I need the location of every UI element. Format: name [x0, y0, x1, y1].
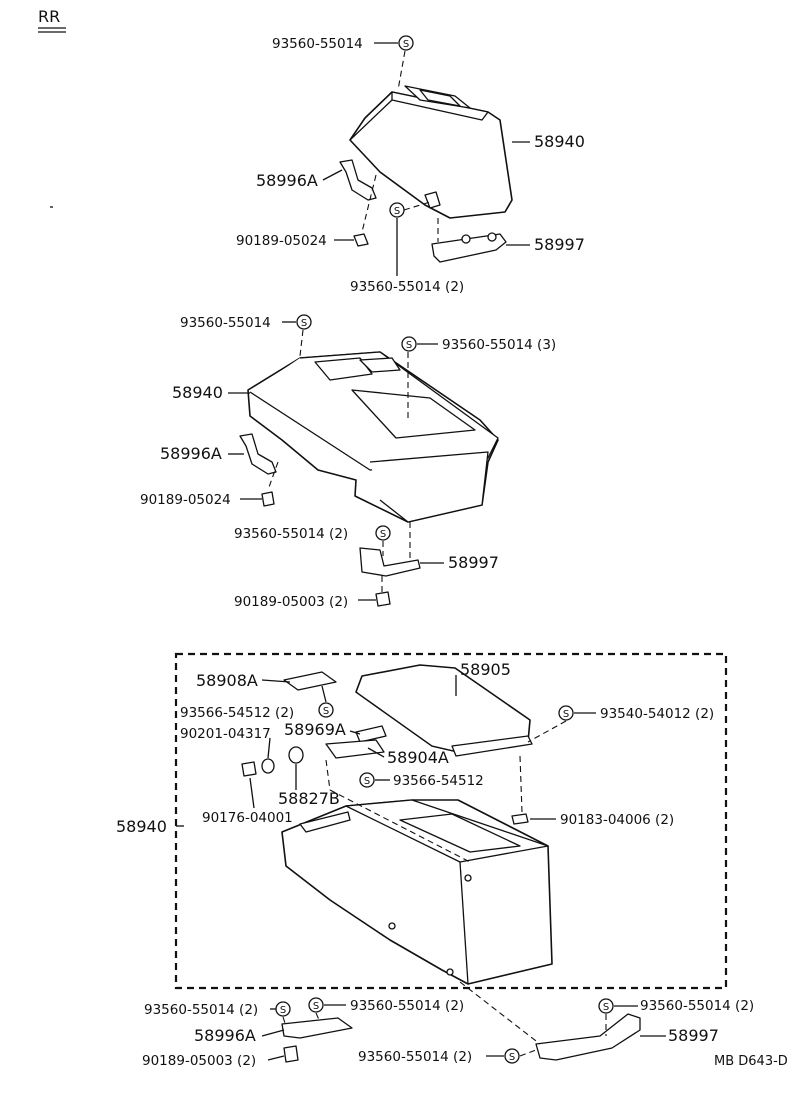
svg-text:S: S: [380, 529, 386, 540]
screw-symbol-c5: S: [558, 705, 574, 721]
washer-90201-04317: [261, 758, 275, 774]
label-b8: 90189-05003 (2): [234, 594, 348, 610]
svg-text:S: S: [406, 340, 412, 351]
label-c10: 58940: [116, 817, 167, 836]
label-c7: 58904A: [387, 748, 449, 767]
clip-90189-05024-top: [353, 233, 369, 247]
label-c12: 90183-04006 (2): [560, 812, 674, 828]
bracket-58997-bottom: [535, 1013, 641, 1061]
label-a6: 58997: [534, 235, 585, 254]
part-58969a: [355, 725, 387, 743]
label-b7: 58997: [448, 553, 499, 572]
label-b6: 93560-55014 (2): [234, 526, 348, 542]
bracket-58997-middle: [359, 547, 421, 577]
label-d1: 93560-55014 (2): [144, 1002, 258, 1018]
svg-text:S: S: [403, 39, 409, 50]
label-b3: 58940: [172, 383, 223, 402]
screw-symbol-d1: S: [275, 1001, 291, 1017]
clip-90189-05003-middle: [375, 591, 391, 607]
label-c8: 93566-54512: [393, 773, 484, 789]
label-c9: 58827B: [278, 789, 340, 808]
screw-symbol-b1: S: [296, 314, 312, 330]
console-58940-top: [349, 91, 513, 219]
screw-symbol-c3: S: [318, 702, 334, 718]
screw-symbol-a1: S: [398, 35, 414, 51]
screw-symbol-d2: S: [308, 997, 324, 1013]
assembly-bottom: S S S: [174, 652, 728, 990]
label-c6: 90201-04317: [180, 726, 271, 742]
clip-90189-05024-middle: [261, 491, 275, 507]
screw-symbol-b6: S: [375, 525, 391, 541]
svg-text:S: S: [313, 1001, 319, 1012]
label-d6: 90189-05003 (2): [142, 1053, 256, 1069]
svg-text:S: S: [394, 206, 400, 217]
label-c3: 93566-54512 (2): [180, 705, 294, 721]
label-d5: 58997: [668, 1026, 719, 1045]
bracket-58997-top: [431, 233, 507, 263]
stopper-58827b: [288, 746, 304, 764]
screw-symbol-a5: S: [389, 202, 405, 218]
assembly-top: S S 93560-55014 58940 58996A 90189-05024…: [236, 35, 585, 295]
svg-text:S: S: [603, 1002, 609, 1013]
bracket-58996a-middle: [239, 433, 277, 475]
label-c5: 93540-54012 (2): [600, 706, 714, 722]
screw-symbol-d3: S: [598, 998, 614, 1014]
svg-text:S: S: [280, 1005, 286, 1016]
label-c1: 58908A: [196, 671, 258, 690]
label-a1: 93560-55014: [272, 36, 363, 52]
screw-symbol-c8: S: [359, 772, 375, 788]
clip-90183-04006: [511, 813, 529, 825]
label-d3: 93560-55014 (2): [640, 998, 754, 1014]
assembly-middle: S S S 93560-55014 93560-55014 (3) 58940 …: [140, 314, 556, 610]
label-c11: 90176-04001: [202, 810, 293, 826]
svg-text:S: S: [323, 706, 329, 717]
label-a4: 90189-05024: [236, 233, 327, 249]
assembly-frame: [174, 652, 728, 990]
bracket-58996a-top: [339, 159, 377, 201]
label-d4: 58996A: [194, 1026, 256, 1045]
svg-text:S: S: [301, 318, 307, 329]
svg-text:S: S: [364, 776, 370, 787]
label-b2: 93560-55014 (3): [442, 337, 556, 353]
assembly-bottom-mounting: S S S S: [261, 981, 666, 1064]
label-b5: 90189-05024: [140, 492, 231, 508]
screw-symbol-b2: S: [401, 336, 417, 352]
clip-90176-04001: [241, 761, 257, 777]
hinge-58908a: [283, 671, 337, 691]
clip-90189-05003-bottom: [283, 1045, 299, 1063]
label-c2: 58905: [460, 660, 511, 679]
label-b4: 58996A: [160, 444, 222, 463]
label-d2: 93560-55014 (2): [350, 998, 464, 1014]
label-a3: 58996A: [256, 171, 318, 190]
part-58904a: [325, 739, 385, 759]
bracket-58996a-bottom: [281, 1017, 353, 1039]
label-a2: 58940: [534, 132, 585, 151]
screw-symbol-d7: S: [504, 1048, 520, 1064]
svg-text:S: S: [563, 709, 569, 720]
label-b1: 93560-55014: [180, 315, 271, 331]
label-a5: 93560-55014 (2): [350, 279, 464, 295]
label-c4: 58969A: [284, 720, 346, 739]
svg-text:S: S: [509, 1052, 515, 1063]
diagram-code: MB D643-D: [714, 1054, 788, 1069]
label-d7: 93560-55014 (2): [358, 1049, 472, 1065]
rr-heading: RR: [38, 7, 60, 26]
